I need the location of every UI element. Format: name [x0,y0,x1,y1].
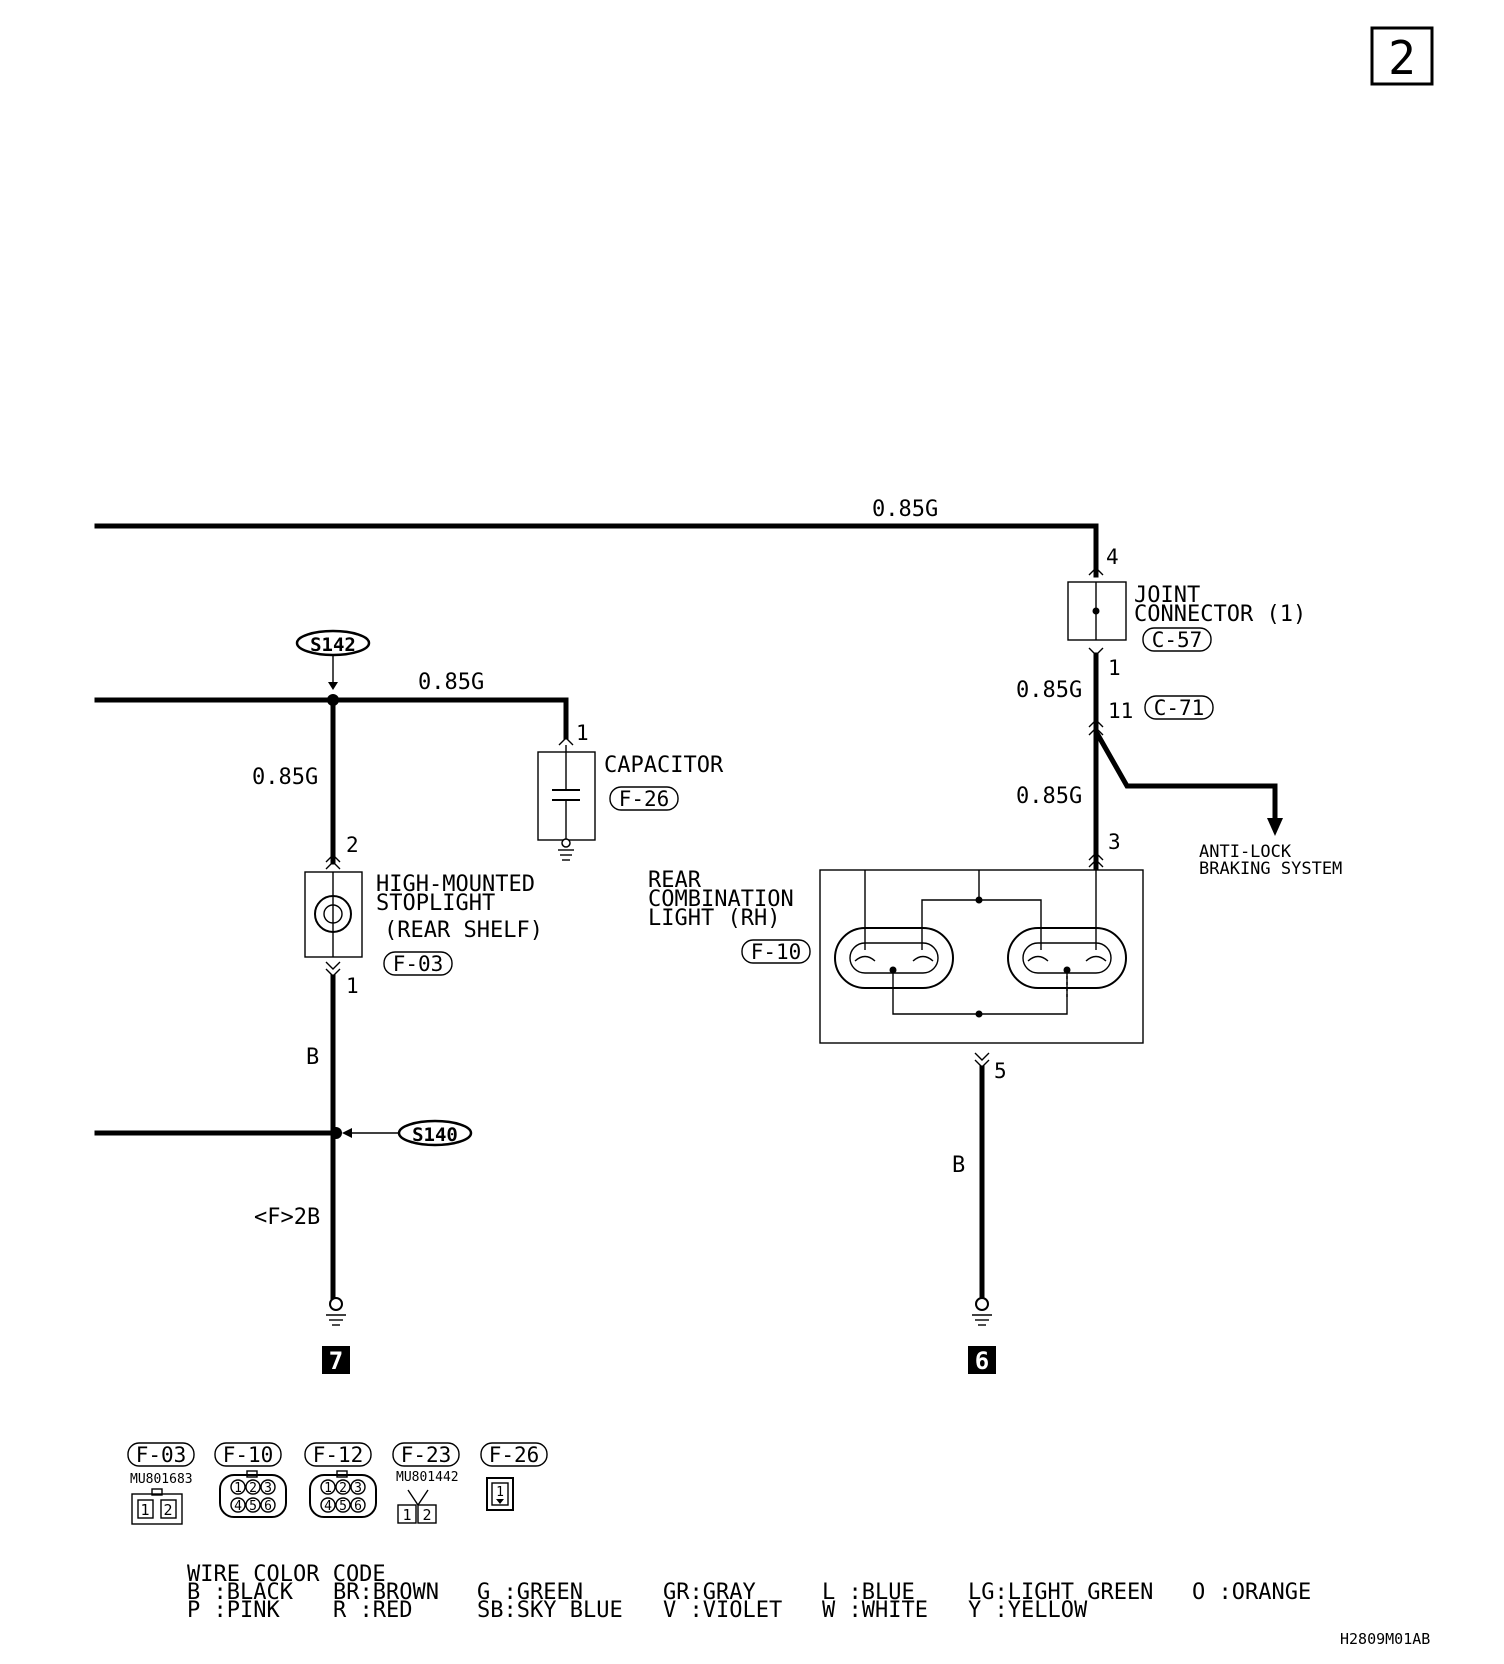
ground-7-wire-label: <F>2B [254,1205,320,1230]
wcc-r1-b: B :BLACK [187,1580,294,1605]
abs-branch: ANTI-LOCK BRAKING SYSTEM [1094,731,1342,879]
c71-pin: 11 [1108,699,1133,723]
cv-f10-pin4: 4 [234,1499,242,1514]
wcc-r2-y: Y :YELLOW [968,1598,1088,1623]
wcc-r2-v: V :VIOLET [663,1598,782,1623]
drawing-code: H2809M01AB [1340,1630,1430,1648]
ground-7: 7 [322,1297,350,1375]
cv-f23-part: MU801442 [396,1470,459,1485]
stoplight-name-3: (REAR SHELF) [384,918,543,943]
stoplight-code: F-03 [393,952,444,976]
cv-f26-label: F-26 [489,1443,540,1467]
page-number: 2 [1388,31,1416,85]
splice-s142: S142 [295,629,371,690]
ground-7-label: 7 [329,1347,343,1375]
joint-connector-name-2: CONNECTOR (1) [1134,602,1306,627]
wcc-r1-o: O :ORANGE [1192,1580,1311,1605]
rear-light-name-2: COMBINATION [648,887,794,912]
connector-view-f12: F-12 1 2 3 4 5 6 [304,1442,377,1518]
page-number-box: 2 [1370,26,1434,86]
joint-pin-4: 4 [1106,545,1119,569]
high-mounted-stoplight: HIGH-MOUNTED STOPLIGHT (REAR SHELF) F-03 [304,871,543,976]
connector-view-f10: F-10 1 2 3 4 5 6 [214,1442,287,1518]
cv-f03-part: MU801683 [130,1472,193,1487]
rear-light-name-1: REAR [648,868,702,893]
top-wire-label: 0.85G [872,497,938,522]
wcc-r1-g: G :GREEN [477,1580,583,1605]
cv-f10-pin2: 2 [249,1481,257,1496]
joint-connector-name-1: JOINT [1134,583,1200,608]
wcc-title: WIRE COLOR CODE [187,1562,386,1587]
wcc-r1-l: L :BLUE [822,1580,915,1605]
cv-f23-pin1: 1 [402,1506,411,1524]
cv-f12-pin1: 1 [324,1481,332,1496]
capacitor-pin-1: 1 [576,721,589,745]
cv-f12-pin5: 5 [339,1499,347,1514]
cv-f12-pin2: 2 [339,1481,347,1496]
stoplight-lower-wire-label: B [306,1045,319,1070]
stoplight-upper-wire-label: 0.85G [252,765,318,790]
connector-view-f03: F-03 MU801683 1 2 [127,1442,195,1525]
cv-f12-pin6: 6 [354,1499,362,1514]
wcc-r2-r: R :RED [333,1598,412,1623]
stoplight-name-2: STOPLIGHT [376,891,495,916]
connector-views: F-03 MU801683 1 2 F-10 1 2 3 4 5 6 [127,1442,548,1525]
cv-f12-label: F-12 [313,1443,364,1467]
cv-f26-pin1: 1 [496,1485,504,1500]
connector-view-f23: F-23 MU801442 1 2 [392,1442,460,1524]
stoplight-name-1: HIGH-MOUNTED [376,872,535,897]
wcc-r1-br: BR:BROWN [333,1580,439,1605]
wcc-r2-sb: SB:SKY BLUE [477,1598,623,1623]
capacitor-code: F-26 [619,787,670,811]
wire-color-code: WIRE COLOR CODE B :BLACK BR:BROWN G :GRE… [187,1562,1311,1623]
joint-lower-wire-label: 0.85G [1016,678,1082,703]
wcc-r1-lg: LG:LIGHT GREEN [968,1580,1153,1605]
cv-f10-pin1: 1 [234,1481,242,1496]
stoplight-pin-1: 1 [346,974,359,998]
wcc-r1-gr: GR:GRAY [663,1580,756,1605]
wcc-r2-w: W :WHITE [822,1598,928,1623]
rear-light-upper-wire-label: 0.85G [1016,784,1082,809]
cv-f03-pin1: 1 [140,1501,149,1519]
abs-label-2: BRAKING SYSTEM [1199,859,1342,879]
s140-label: S140 [412,1124,458,1146]
wcc-r2-p: P :PINK [187,1598,280,1623]
c71-code: C-71 [1154,696,1205,720]
rear-light-name-3: LIGHT (RH) [648,906,780,931]
abs-label-1: ANTI-LOCK [1199,842,1292,862]
cv-f12-pin4: 4 [324,1499,332,1514]
s142-label: S142 [310,634,356,656]
rear-light-pin-5: 5 [994,1059,1007,1083]
joint-connector-code: C-57 [1152,628,1203,652]
rear-combination-light: REAR COMBINATION LIGHT (RH) F-10 [648,868,1144,1044]
capacitor: 1 CAPACITOR F-26 [537,721,724,861]
cv-f10-label: F-10 [223,1443,274,1467]
rear-light-lower-wire-label: B [952,1153,965,1178]
cv-f23-pin2: 2 [422,1506,431,1524]
s142-cap-wire-label: 0.85G [418,670,484,695]
stoplight-pin-2: 2 [346,833,359,857]
ground-6: 6 [968,1297,996,1375]
connector-view-f26: F-26 1 [480,1442,548,1511]
rear-light-code: F-10 [751,940,802,964]
splice-s140: S140 [342,1119,473,1147]
cv-f10-pin3: 3 [264,1481,272,1496]
capacitor-name: CAPACITOR [604,753,724,778]
cv-f03-label: F-03 [136,1443,187,1467]
cv-f12-pin3: 3 [354,1481,362,1496]
cv-f03-pin2: 2 [163,1501,172,1519]
joint-connector: JOINT CONNECTOR (1) C-57 [1067,581,1306,652]
cv-f10-pin6: 6 [264,1499,272,1514]
ground-6-label: 6 [975,1347,989,1375]
top-wire: 0.85G [94,497,1099,578]
rear-light-pin-3: 3 [1108,830,1121,854]
joint-pin-1: 1 [1108,656,1121,680]
cv-f10-pin5: 5 [249,1499,257,1514]
cv-f23-label: F-23 [401,1443,452,1467]
